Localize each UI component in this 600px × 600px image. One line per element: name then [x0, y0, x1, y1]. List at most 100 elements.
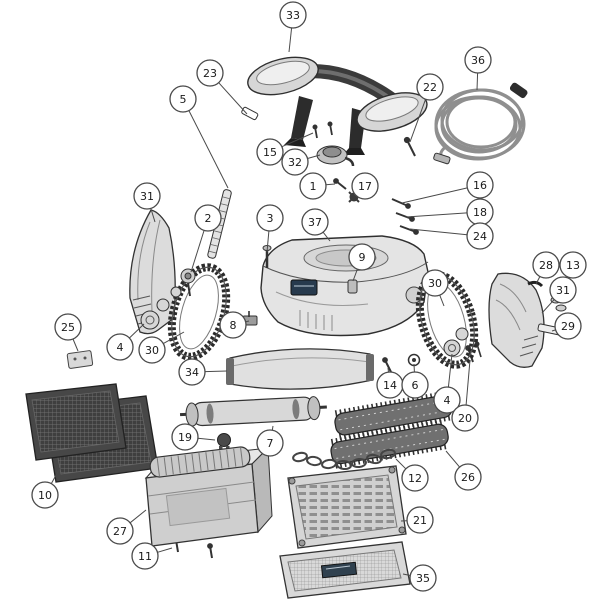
callout-number-20: 20	[458, 412, 472, 425]
callout-17: 17	[351, 172, 379, 200]
callout-34: 34	[178, 358, 206, 386]
callout-number-4: 4	[444, 394, 451, 407]
wheel-hubs-left	[140, 268, 196, 330]
callout-number-34: 34	[185, 366, 199, 379]
callout-circle-34	[178, 358, 206, 386]
callout-31: 31	[549, 276, 577, 304]
callout-16: 16	[466, 171, 494, 199]
callout-number-35: 35	[416, 572, 430, 585]
callout-19: 19	[171, 423, 199, 451]
roller-tube	[179, 396, 327, 427]
callout-circle-9	[348, 243, 376, 271]
retainer-clip	[527, 280, 544, 288]
callout-circle-33	[279, 1, 307, 29]
callout-circle-4	[433, 386, 461, 414]
callout-31: 31	[133, 182, 161, 210]
leader-line-36	[476, 72, 479, 91]
callout-circle-8	[219, 311, 247, 339]
intake-ribs	[299, 310, 333, 331]
callout-3: 3	[256, 204, 284, 232]
callout-number-37: 37	[308, 216, 322, 229]
leader-line-18	[405, 212, 468, 218]
callout-number-14: 14	[383, 379, 397, 392]
callout-circle-24	[466, 222, 494, 250]
leader-line-33	[288, 27, 293, 53]
filter-tray	[287, 465, 407, 549]
handle-float-right	[356, 92, 428, 132]
callout-number-32: 32	[288, 156, 302, 169]
callout-circle-6	[401, 371, 429, 399]
callout-number-10: 10	[38, 489, 52, 502]
callout-number-8: 8	[230, 319, 237, 332]
callout-37: 37	[301, 208, 329, 236]
leader-line-12	[395, 458, 407, 470]
callout-circle-7	[256, 429, 284, 457]
callout-number-4: 4	[117, 341, 124, 354]
callout-circle-37	[301, 208, 329, 236]
leader-line-22	[409, 99, 427, 143]
leader-line-34	[204, 370, 228, 373]
side-plate-right	[488, 272, 563, 368]
clip-plate	[241, 106, 259, 121]
callout-number-13: 13	[566, 259, 580, 272]
leader-line-30	[439, 294, 445, 307]
callout-number-1: 1	[310, 180, 317, 193]
callout-circle-27	[106, 517, 134, 545]
callout-33: 33	[279, 1, 307, 29]
front-bumper	[226, 348, 374, 390]
callout-12: 12	[401, 464, 429, 492]
callout-circle-31	[133, 182, 161, 210]
callout-22: 22	[416, 73, 444, 101]
callout-28: 28	[532, 251, 560, 279]
callout-circle-29	[554, 312, 582, 340]
callout-20: 20	[451, 404, 479, 432]
callout-circle-19	[171, 423, 199, 451]
callout-number-6: 6	[412, 379, 419, 392]
callout-circle-23	[196, 59, 224, 87]
callout-32: 32	[281, 148, 309, 176]
leader-line-11	[157, 547, 173, 553]
callout-circle-15	[256, 138, 284, 166]
callout-circle-10	[31, 481, 59, 509]
callout-circle-35	[409, 564, 437, 592]
callout-6: 6	[401, 371, 429, 399]
callout-number-5: 5	[180, 93, 187, 106]
leader-line-1	[325, 183, 336, 186]
callout-26: 26	[454, 463, 482, 491]
ribbed-roller	[149, 446, 251, 478]
leader-line-23	[218, 82, 248, 115]
leader-line-37	[322, 231, 331, 242]
callout-7: 7	[256, 429, 284, 457]
callout-4: 4	[106, 333, 134, 361]
callout-circle-12	[401, 464, 429, 492]
callout-11: 11	[131, 542, 159, 570]
floating-cable-coil	[433, 82, 528, 165]
callout-circle-32	[281, 148, 309, 176]
callout-23: 23	[196, 59, 224, 87]
callout-number-29: 29	[561, 320, 575, 333]
callout-number-12: 12	[408, 472, 422, 485]
callout-number-3: 3	[267, 212, 274, 225]
leader-line-31	[541, 299, 555, 314]
callout-29: 29	[554, 312, 582, 340]
callout-number-36: 36	[471, 54, 485, 67]
main-body	[260, 235, 429, 337]
leader-line-7	[271, 425, 274, 431]
leader-line-2	[190, 230, 205, 273]
leader-line-10	[50, 467, 61, 484]
callout-circle-17	[351, 172, 379, 200]
leader-line-19	[197, 437, 216, 441]
wheel-hubs-right	[407, 296, 567, 367]
leader-line-25	[72, 338, 79, 352]
callout-number-26: 26	[461, 471, 475, 484]
callout-number-30: 30	[428, 277, 442, 290]
fastener-screws	[173, 106, 482, 559]
callout-number-28: 28	[539, 259, 553, 272]
callout-number-15: 15	[263, 146, 277, 159]
leader-line-15	[281, 132, 314, 148]
callout-number-31: 31	[140, 190, 154, 203]
callout-circle-11	[131, 542, 159, 570]
callout-circle-28	[532, 251, 560, 279]
callout-circle-26	[454, 463, 482, 491]
